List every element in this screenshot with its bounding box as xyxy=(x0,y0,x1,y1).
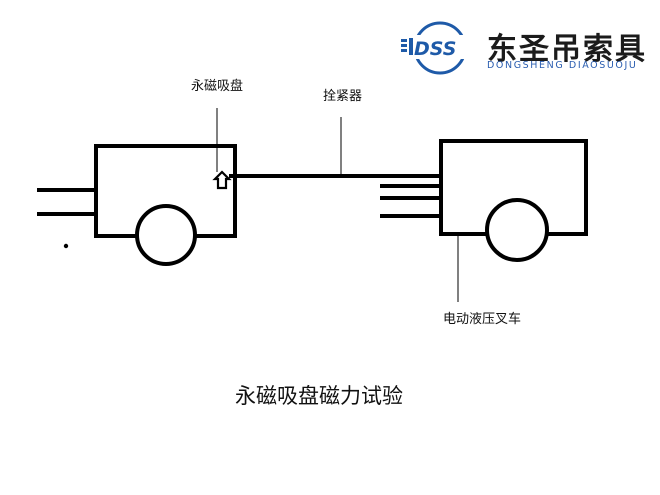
logo-company-name: 东圣吊索具 xyxy=(487,32,647,67)
tensioner-label: 拴紧器 xyxy=(323,89,363,104)
logo-mark-icon: DSS xyxy=(398,21,482,75)
right-forklift-wheel xyxy=(485,198,549,262)
left-cart xyxy=(37,144,237,266)
magnet-label: 永磁吸盘 xyxy=(191,79,244,94)
left-cart-wheel xyxy=(135,204,197,266)
forklift-label: 电动液压叉车 xyxy=(443,312,522,327)
right-forklift xyxy=(380,139,588,262)
company-logo: DSS 东圣吊索具 DONGSHENG DIAOSUOJU xyxy=(398,20,648,76)
logo-company-pinyin: DONGSHENG DIAOSUOJU xyxy=(487,60,638,71)
diagram-caption: 永磁吸盘磁力试验 xyxy=(235,384,403,408)
small-dot xyxy=(63,243,69,249)
magnet-arrow-icon xyxy=(212,170,232,190)
svg-text:DSS: DSS xyxy=(414,38,456,60)
